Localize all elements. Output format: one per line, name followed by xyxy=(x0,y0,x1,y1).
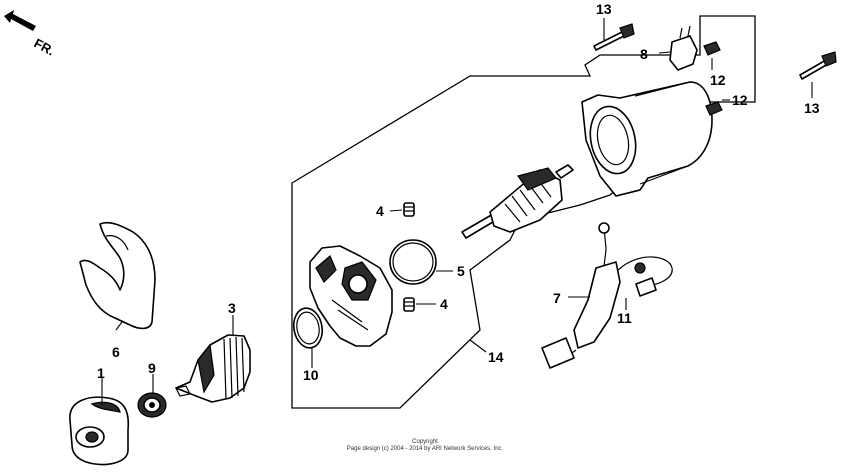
part-4-brush-lower xyxy=(403,297,415,312)
motor-yoke xyxy=(581,81,713,197)
part-11-connector xyxy=(634,262,657,297)
brush-holder-end-cover xyxy=(309,245,393,347)
callout-3: 3 xyxy=(228,300,236,316)
copyright-notice: Page design (c) 2004 - 2014 by ARI Netwo… xyxy=(346,446,504,452)
copyright-footer: Copyright Page design (c) 2004 - 2014 by… xyxy=(0,439,850,453)
part-12-nut-lower xyxy=(705,101,723,116)
callout-11: 11 xyxy=(617,310,632,326)
part-5-o-ring xyxy=(389,239,437,285)
callout-9: 9 xyxy=(148,360,156,376)
callout-13-upper: 13 xyxy=(596,1,612,17)
leader-lines xyxy=(101,18,813,405)
callout-7: 7 xyxy=(553,290,561,306)
callout-12-upper: 12 xyxy=(710,72,726,88)
callout-labels: 1 9 3 6 4 5 4 10 7 11 8 12 12 13 13 14 xyxy=(97,1,820,383)
callout-12-lower: 12 xyxy=(732,92,748,108)
callout-1: 1 xyxy=(97,365,105,381)
part-6-plate xyxy=(79,221,156,330)
callout-13-right: 13 xyxy=(804,100,820,116)
part-7-cable-boot xyxy=(541,222,673,369)
front-arrow-icon xyxy=(4,10,36,31)
part-4-brush-upper xyxy=(403,202,415,217)
part-3-pinion-gear xyxy=(175,334,251,403)
part-1-clutch-cup xyxy=(69,396,130,466)
armature xyxy=(461,164,574,239)
front-direction-label: FR. xyxy=(32,35,58,58)
callout-10: 10 xyxy=(303,367,319,383)
copyright-heading: Copyright xyxy=(412,439,438,445)
callout-6: 6 xyxy=(112,344,120,360)
callout-8: 8 xyxy=(640,46,648,62)
front-direction-indicator: FR. xyxy=(4,10,57,58)
part-13-bolt-upper xyxy=(593,23,635,51)
part-8-terminal-bracket xyxy=(669,25,698,71)
callout-5: 5 xyxy=(457,263,465,279)
callout-4-lower: 4 xyxy=(440,296,448,312)
part-12-nut-upper xyxy=(703,41,721,56)
part-13-bolt-right xyxy=(799,51,837,80)
callout-4-upper: 4 xyxy=(376,203,384,219)
part-9-bearing xyxy=(137,392,167,418)
callout-14: 14 xyxy=(488,349,504,365)
